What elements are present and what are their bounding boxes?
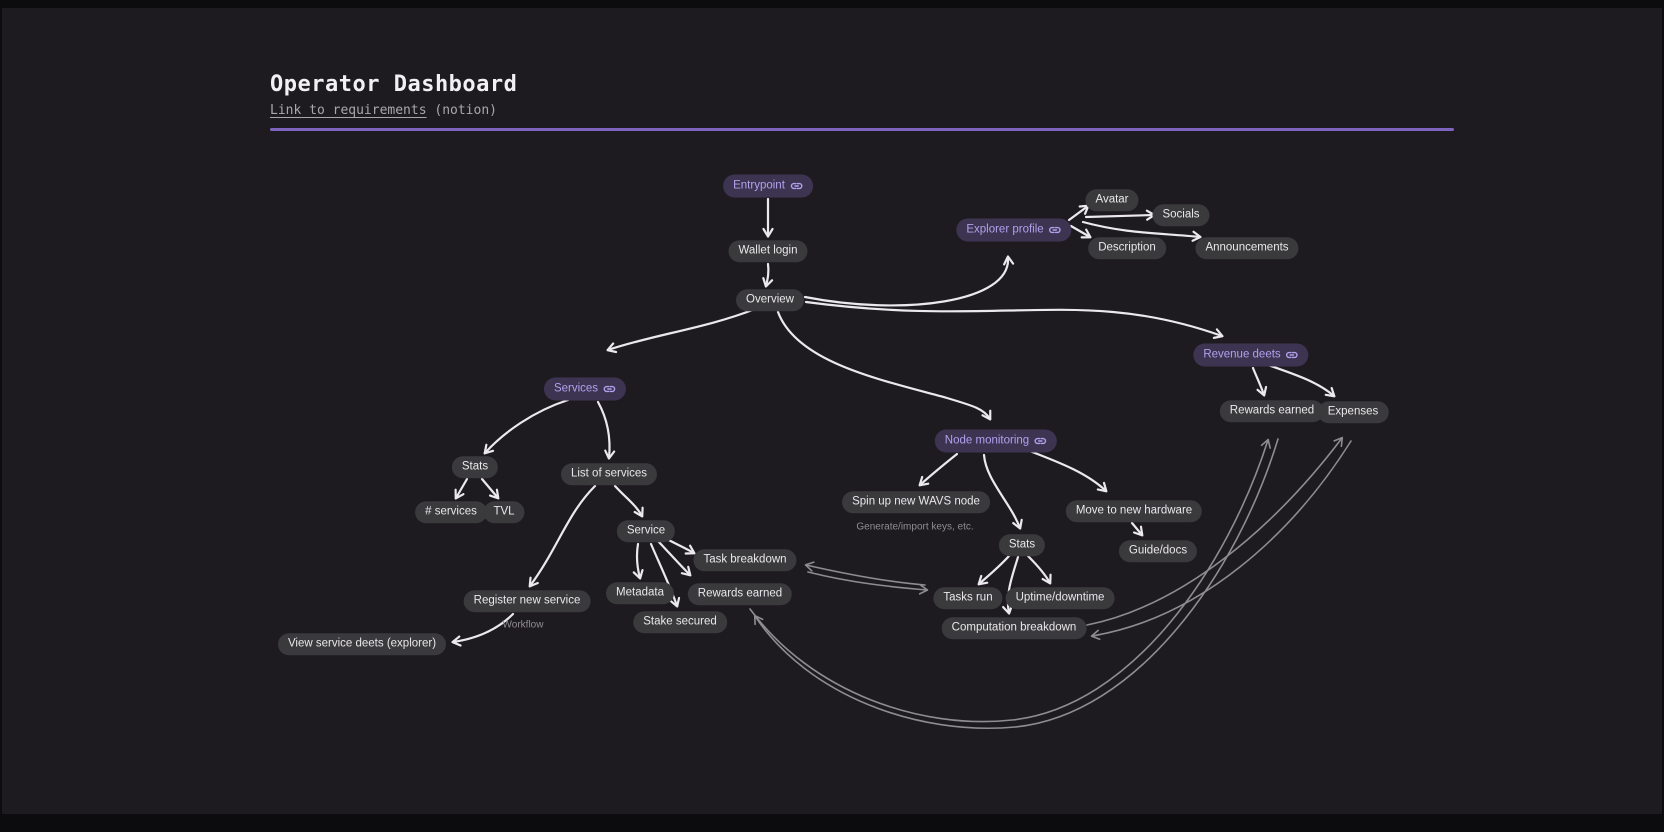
node-rewards-earned-service[interactable]: Rewards earned	[687, 583, 793, 605]
node-label: Entrypoint	[733, 179, 785, 192]
node-num-services[interactable]: # services	[415, 501, 487, 523]
node-label: Overview	[746, 293, 794, 306]
node-label: Socials	[1162, 208, 1200, 221]
node-label: Wallet login	[738, 244, 798, 257]
node-uptime-downtime[interactable]: Uptime/downtime	[1005, 587, 1115, 609]
node-node-monitoring[interactable]: Node monitoring	[934, 429, 1058, 453]
requirements-link[interactable]: Link to requirements	[270, 103, 427, 118]
node-computation-breakdown[interactable]: Computation breakdown	[941, 617, 1087, 639]
node-label: Expenses	[1327, 405, 1379, 418]
node-rewards-earned-revenue[interactable]: Rewards earned	[1219, 400, 1325, 422]
node-label: Register new service	[473, 594, 581, 607]
node-label: Task breakdown	[703, 553, 787, 566]
node-label: Node monitoring	[944, 434, 1030, 447]
node-overview[interactable]: Overview	[736, 289, 804, 311]
edges-layer	[451, 197, 1352, 729]
node-announcements[interactable]: Announcements	[1195, 237, 1299, 259]
node-label: Revenue deets	[1203, 348, 1281, 361]
subtitle-suffix: (notion)	[426, 103, 497, 118]
node-label: Stake secured	[643, 615, 717, 628]
node-list-of-services[interactable]: List of services	[560, 463, 658, 485]
node-label: Services	[553, 382, 599, 395]
node-tasks-run[interactable]: Tasks run	[933, 587, 1003, 609]
node-spin-up-wavs[interactable]: Spin up new WAVS node	[842, 491, 990, 513]
node-move-to-new-hardware[interactable]: Move to new hardware	[1065, 500, 1203, 522]
link-icon	[603, 383, 616, 396]
node-label: Explorer profile	[966, 223, 1044, 236]
node-label: Avatar	[1095, 193, 1129, 206]
node-label: # services	[425, 505, 477, 518]
node-revenue-deets[interactable]: Revenue deets	[1193, 343, 1309, 367]
node-label: Rewards earned	[697, 587, 783, 600]
node-task-breakdown[interactable]: Task breakdown	[693, 549, 797, 571]
node-stats-node[interactable]: Stats	[998, 534, 1046, 556]
link-icon	[1049, 224, 1062, 237]
link-icon	[1034, 435, 1047, 448]
node-description[interactable]: Description	[1088, 237, 1166, 259]
node-label: View service deets (explorer)	[287, 637, 437, 650]
node-metadata[interactable]: Metadata	[606, 582, 674, 604]
node-wallet-login[interactable]: Wallet login	[728, 240, 808, 262]
node-socials[interactable]: Socials	[1152, 204, 1210, 226]
node-label: Announcements	[1205, 241, 1289, 254]
accent-divider	[270, 128, 1454, 131]
node-expenses[interactable]: Expenses	[1317, 401, 1389, 423]
node-services[interactable]: Services	[543, 377, 627, 401]
subtitle: Link to requirements (notion)	[270, 103, 497, 118]
annotation-workflow: Workflow	[502, 619, 544, 631]
node-label: Tasks run	[943, 591, 993, 604]
node-avatar[interactable]: Avatar	[1085, 189, 1139, 211]
page-title: Operator Dashboard	[270, 72, 518, 97]
node-stats-services[interactable]: Stats	[451, 456, 499, 478]
node-label: Guide/docs	[1128, 544, 1188, 557]
node-entrypoint[interactable]: Entrypoint	[723, 174, 813, 198]
node-label: Stats	[1008, 538, 1036, 551]
node-service[interactable]: Service	[616, 520, 676, 542]
node-tvl[interactable]: TVL	[483, 501, 525, 523]
node-label: Stats	[461, 460, 489, 473]
node-register-new-service[interactable]: Register new service	[463, 590, 591, 612]
node-label: Description	[1098, 241, 1156, 254]
node-label: Rewards earned	[1229, 404, 1315, 417]
node-view-service-deets[interactable]: View service deets (explorer)	[277, 633, 447, 655]
node-stake-secured[interactable]: Stake secured	[633, 611, 727, 633]
node-label: Computation breakdown	[951, 621, 1077, 634]
node-label: TVL	[493, 505, 515, 518]
link-icon	[790, 180, 803, 193]
node-label: Spin up new WAVS node	[852, 495, 980, 508]
node-label: List of services	[570, 467, 648, 480]
node-guide-docs[interactable]: Guide/docs	[1118, 540, 1198, 562]
node-label: Uptime/downtime	[1015, 591, 1105, 604]
node-explorer-profile[interactable]: Explorer profile	[956, 218, 1072, 242]
link-icon	[1286, 349, 1299, 362]
node-label: Move to new hardware	[1075, 504, 1193, 517]
node-label: Metadata	[616, 586, 664, 599]
diagram-canvas: Operator Dashboard Link to requirements …	[2, 8, 1662, 814]
node-label: Service	[626, 524, 666, 537]
annotation-generate-keys: Generate/import keys, etc.	[856, 521, 974, 533]
